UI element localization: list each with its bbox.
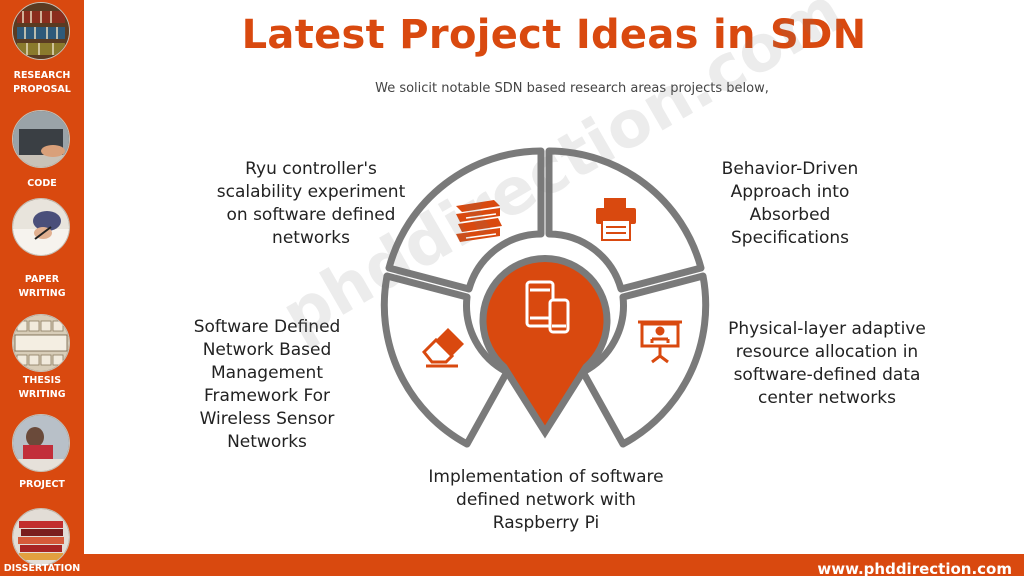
footer-bar: www.phddirection.com [84, 554, 1024, 578]
sidebar-item-label: DISSERTATION [3, 563, 81, 574]
segment-right [579, 272, 710, 448]
sidebar-item-label: CODE [27, 178, 57, 189]
sidebar-item-label: RESEARCH PROPOSAL [13, 70, 71, 95]
laptop-hands-photo-icon [12, 110, 70, 168]
sidebar-item-label: PROJECT [19, 479, 65, 490]
page-title: Latest Project Ideas in SDN [241, 12, 867, 58]
footer-url[interactable]: www.phddirection.com [817, 560, 1012, 578]
bookshelf-photo-icon [12, 2, 70, 60]
presentation-board-icon [638, 320, 682, 364]
person-working-photo-icon [12, 414, 70, 472]
sidebar-item-label: PAPER WRITING [18, 274, 66, 299]
book-stack-photo-icon [12, 508, 70, 566]
project-text-raspberry-pi: Implementation of software defined netwo… [428, 467, 664, 533]
project-text-ryu-scalability: Ryu controller's scalability experiment … [216, 159, 406, 248]
printer-icon [596, 198, 636, 241]
books-icon [456, 200, 502, 242]
center-pin-marker [479, 254, 611, 439]
project-text-physical-layer-allocation: Physical-layer adaptive resource allocat… [728, 319, 926, 408]
writing-hand-photo-icon [12, 198, 70, 256]
devices-icon [525, 280, 570, 334]
thesis-letters-photo-icon [12, 314, 70, 372]
sidebar: RESEARCH PROPOSAL CODE PAPER WRITING [0, 0, 84, 576]
sidebar-item-label: THESIS WRITING [18, 375, 66, 400]
project-text-behavior-driven: Behavior-Driven Approach into Absorbed S… [721, 159, 859, 248]
project-text-sdn-wsn-framework: Software Defined Network Based Managemen… [193, 317, 341, 452]
eraser-icon [421, 328, 464, 368]
page-subtitle: We solicit notable SDN based research ar… [375, 81, 769, 96]
